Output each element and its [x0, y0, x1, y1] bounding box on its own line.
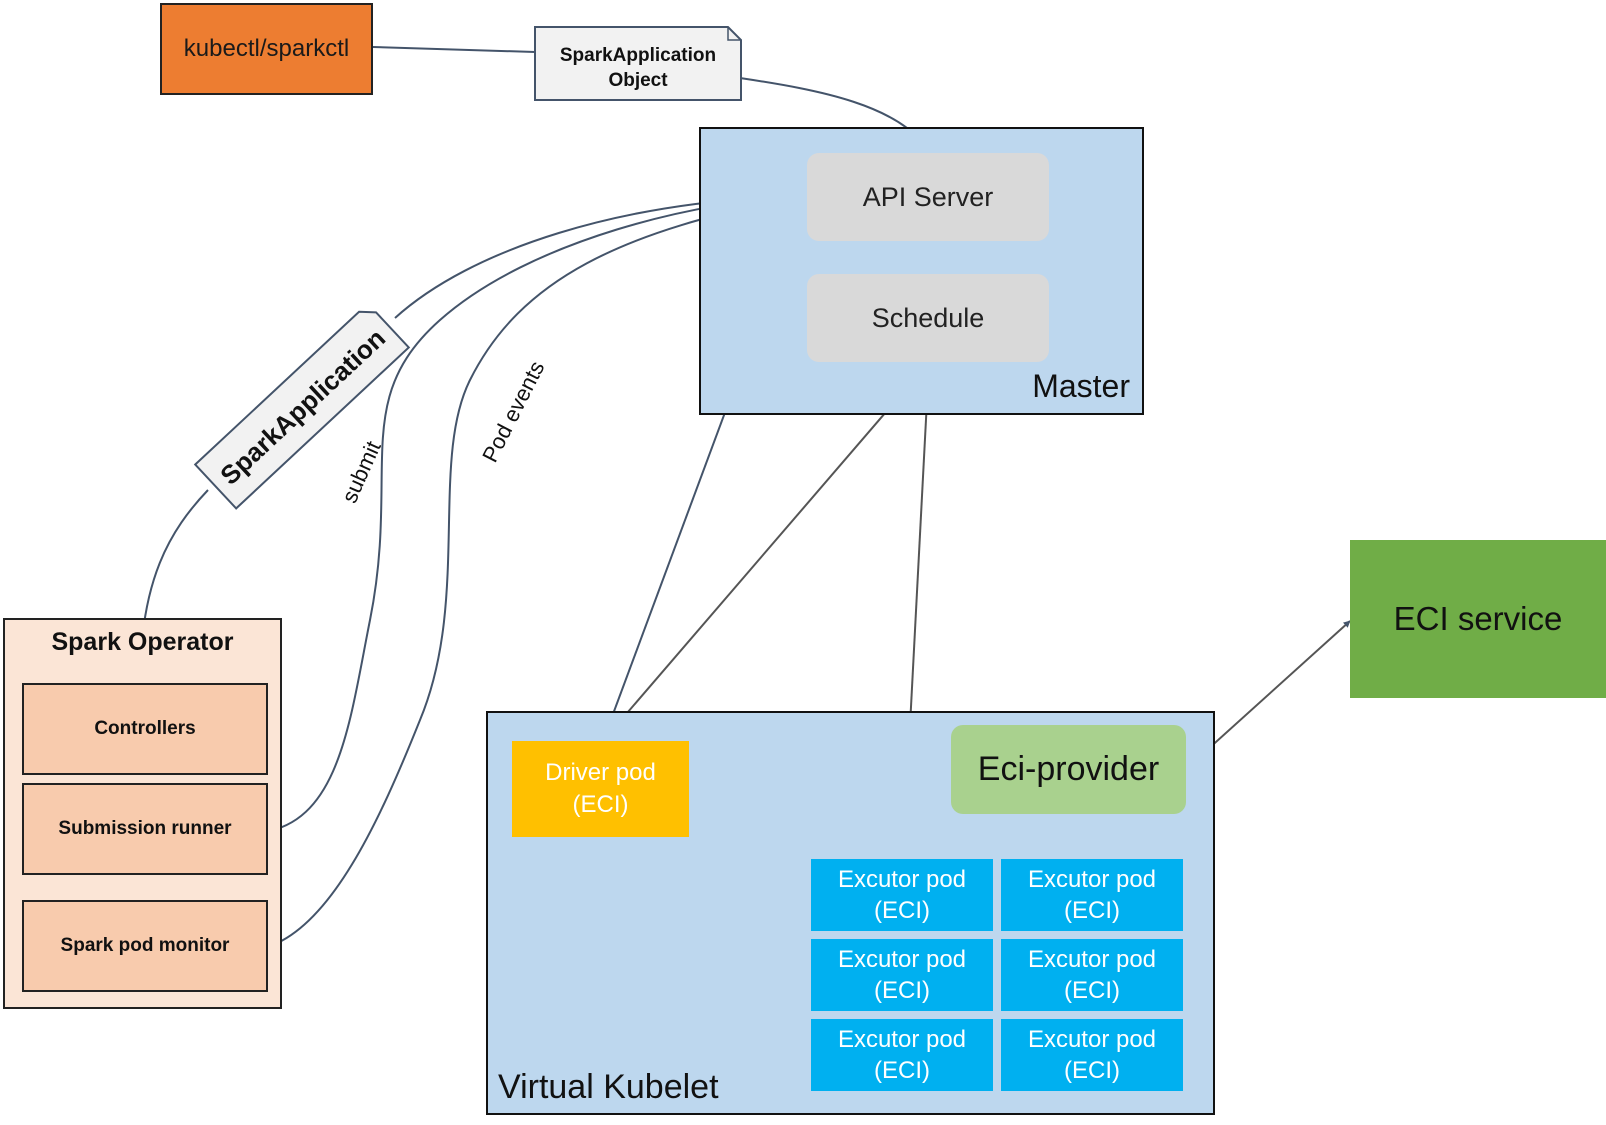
client-to-object-line: [372, 46, 536, 53]
executor-pod-line1: Excutor pod: [837, 865, 967, 893]
executor-pod-box: Excutor pod (ECI): [811, 1019, 993, 1091]
master-title: Master: [1032, 368, 1130, 404]
eci-service-box: ECI service: [1350, 540, 1606, 698]
executor-pod-line1: Excutor pod: [1027, 1025, 1157, 1053]
api-server-box: API Server: [807, 153, 1049, 241]
object-note: SparkApplication Object: [534, 26, 742, 101]
executor-pod-box: Excutor pod (ECI): [1001, 859, 1183, 931]
executor-pod-box: Excutor pod (ECI): [811, 939, 993, 1011]
executor-pod-line1: Excutor pod: [837, 1025, 967, 1053]
controllers-box: Controllers: [22, 683, 268, 775]
executor-pod-line2: (ECI): [873, 897, 930, 924]
executor-pod-line2: (ECI): [873, 1057, 930, 1084]
spark-operator-container: Spark Operator Controllers Submission ru…: [3, 618, 282, 1009]
driver-pod-line1: Driver pod: [545, 758, 656, 786]
executor-pod-line2: (ECI): [1063, 897, 1120, 924]
submit-arrow: [263, 192, 806, 833]
eci-service-label: ECI service: [1393, 600, 1563, 637]
executor-pod-line1: Excutor pod: [1027, 945, 1157, 973]
eci-provider-box: Eci-provider: [951, 725, 1186, 814]
api-server-label: API Server: [862, 181, 994, 212]
schedule-to-driver-arrow: [602, 361, 930, 742]
executor-pod-line2: (ECI): [873, 977, 930, 1004]
submit-label: submit: [337, 437, 386, 506]
executor-pod-line1: Excutor pod: [837, 945, 967, 973]
schedule-box: Schedule: [807, 274, 1049, 362]
driver-pod-line2: (ECI): [572, 791, 629, 818]
controllers-label: Controllers: [94, 718, 196, 739]
submission-runner-box: Submission runner: [22, 783, 268, 875]
pod-events-arrow: [263, 195, 806, 950]
spark-pod-monitor-label: Spark pod monitor: [60, 935, 230, 956]
virtual-kubelet-title: Virtual Kubelet: [498, 1068, 719, 1106]
executor-pod-line1: Excutor pod: [1027, 865, 1157, 893]
spark-operator-title: Spark Operator: [51, 628, 234, 656]
object-note-line1: SparkApplication: [560, 45, 716, 66]
submission-runner-label: Submission runner: [58, 818, 232, 839]
executor-pod-line2: (ECI): [1063, 977, 1120, 1004]
eci-provider-label: Eci-provider: [977, 750, 1160, 788]
pod-events-label: Pod events: [477, 357, 549, 466]
kubectl-sparkctl-label: kubectl/sparkctl: [183, 35, 350, 62]
driver-pod-box: Driver pod (ECI): [512, 741, 689, 837]
schedule-label: Schedule: [871, 302, 985, 333]
executor-pod-box: Excutor pod (ECI): [1001, 939, 1183, 1011]
spark-application-tag: SparkApplication: [193, 310, 411, 510]
executor-pod-box: Excutor pod (ECI): [811, 859, 993, 931]
spark-pod-monitor-box: Spark pod monitor: [22, 900, 268, 992]
executor-pod-line2: (ECI): [1063, 1057, 1120, 1084]
executor-pod-box: Excutor pod (ECI): [1001, 1019, 1183, 1091]
object-note-line2: Object: [608, 70, 668, 91]
kubectl-sparkctl-box: kubectl/sparkctl: [160, 3, 373, 95]
